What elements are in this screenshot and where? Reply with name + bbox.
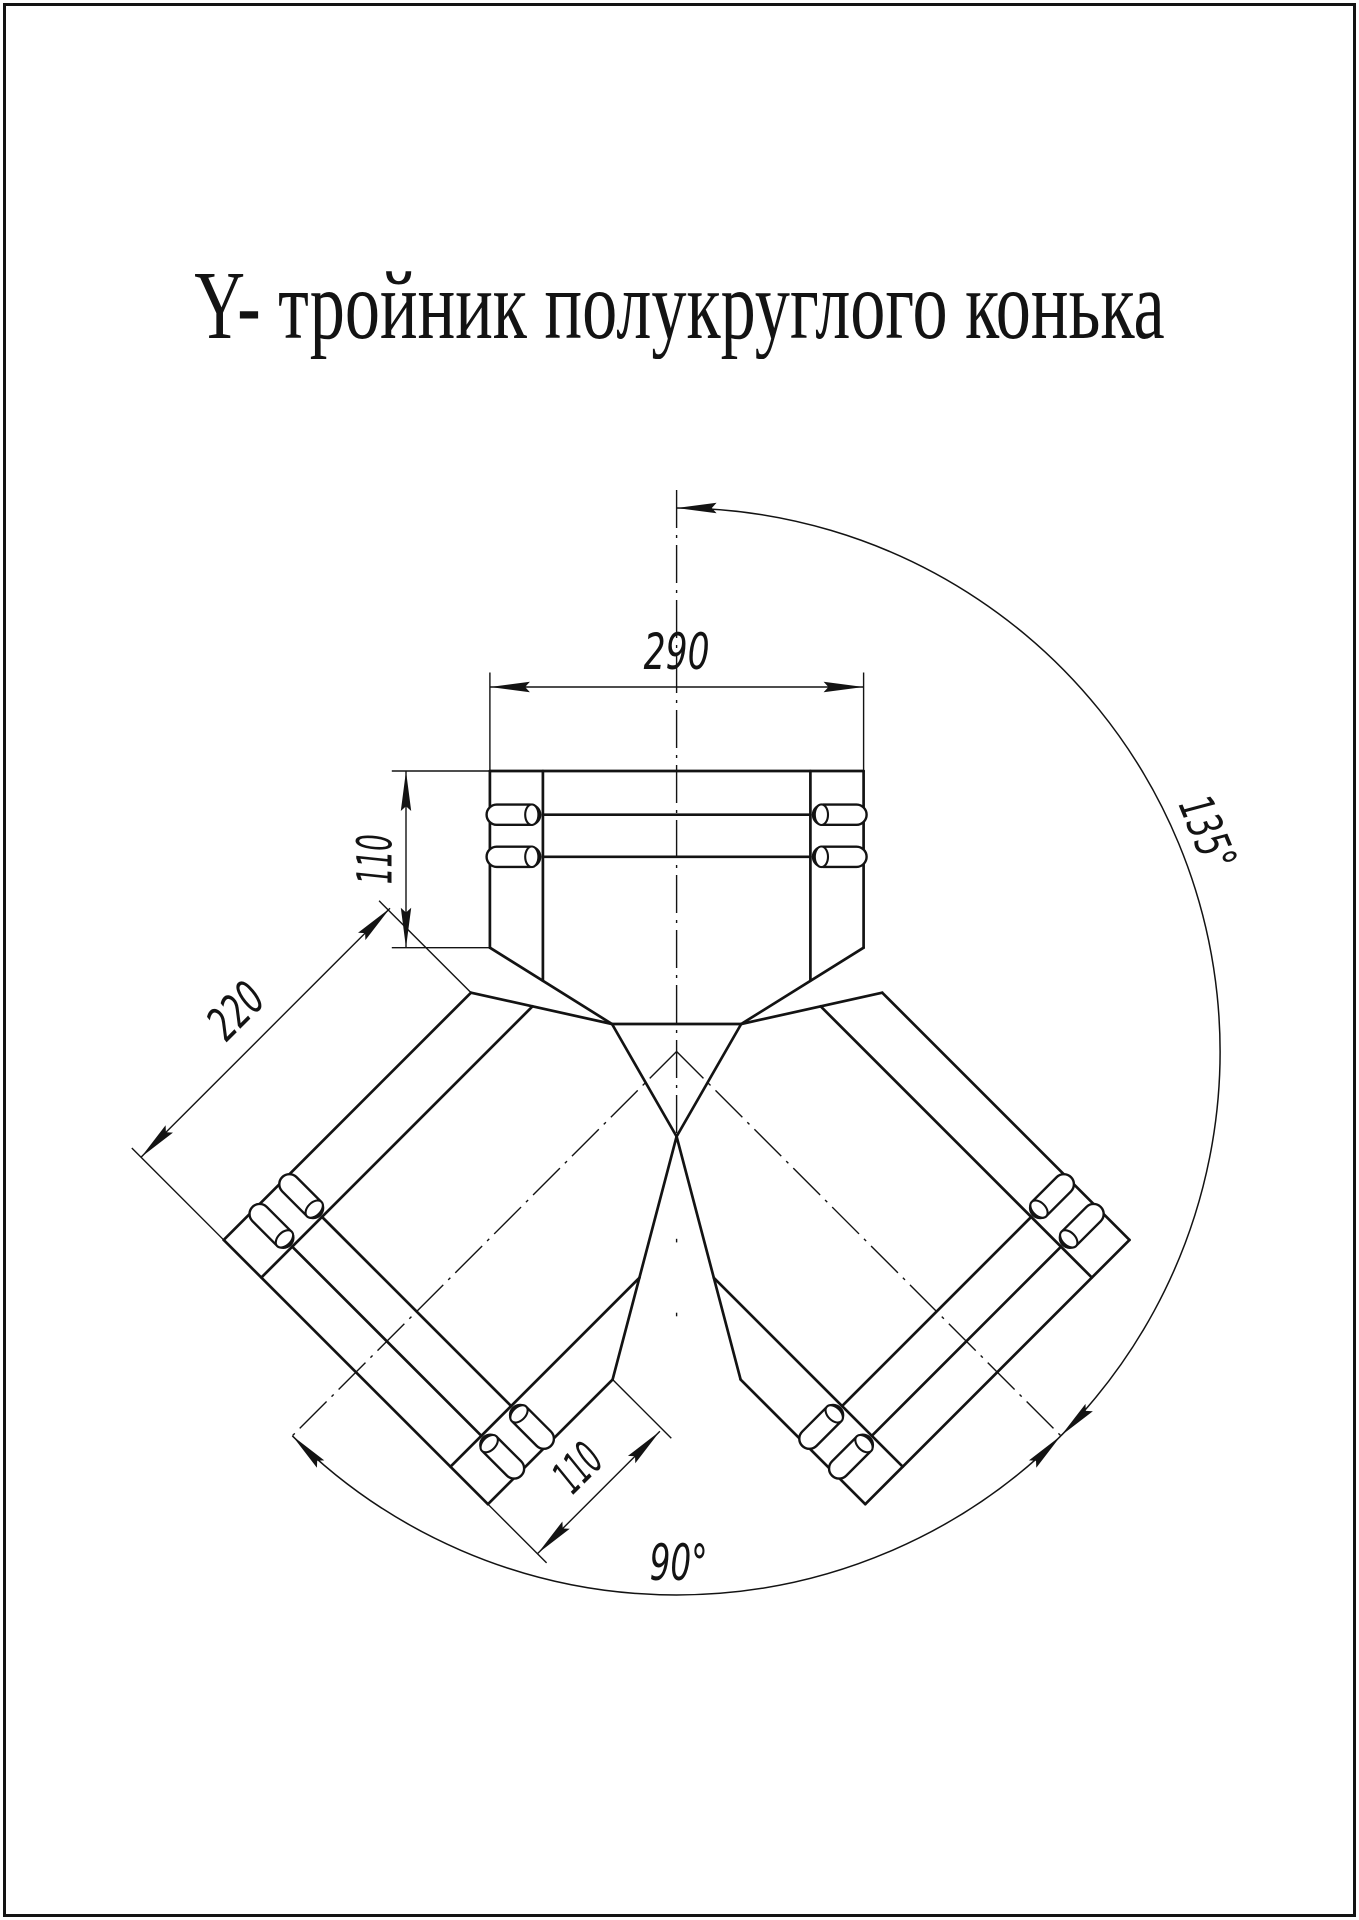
dimension-text-top_width: 290 bbox=[644, 623, 710, 681]
outline-edge bbox=[488, 946, 614, 1026]
dimension-arrow bbox=[537, 1521, 570, 1554]
outline-edge bbox=[638, 1135, 678, 1280]
outline-edge bbox=[469, 991, 614, 1026]
dimension-arrow bbox=[1060, 1403, 1093, 1436]
rib-bead-opening bbox=[813, 803, 830, 827]
dimension-line bbox=[612, 1379, 672, 1439]
rib-bead-opening bbox=[813, 845, 830, 869]
centerline bbox=[676, 1051, 1065, 1440]
dimension-text-top_side: 110 bbox=[347, 834, 403, 884]
outline-edge bbox=[739, 991, 884, 1026]
dimension-text-angle_right: 135° bbox=[1167, 788, 1247, 879]
dimension-arrow bbox=[823, 681, 864, 693]
rib-bead-opening bbox=[304, 1199, 324, 1219]
outline-edge bbox=[880, 991, 1131, 1242]
outline-edge bbox=[320, 1215, 513, 1408]
dimension-arrow bbox=[1028, 1435, 1061, 1468]
outline-edge bbox=[610, 1022, 678, 1138]
dimension-line bbox=[487, 1503, 548, 1564]
rib-bead bbox=[811, 845, 868, 869]
arc-135 bbox=[676, 507, 1221, 1437]
rib-bead-opening bbox=[479, 1433, 499, 1454]
rib-bead bbox=[485, 803, 542, 827]
rib-bead bbox=[811, 803, 868, 827]
rib-beads bbox=[248, 803, 1105, 1480]
outline-edge bbox=[675, 1135, 716, 1280]
dimension-arrow bbox=[627, 1431, 660, 1464]
dimension-arrow bbox=[358, 908, 390, 941]
dimension-arrow bbox=[141, 1125, 173, 1158]
outline-edge bbox=[290, 1245, 483, 1438]
outline-edge bbox=[870, 1245, 1063, 1438]
outline-edge bbox=[863, 1238, 1131, 1506]
rib-bead-opening bbox=[854, 1433, 874, 1454]
outline-edge bbox=[712, 1276, 742, 1381]
outline-edge bbox=[675, 1022, 743, 1138]
outline-edge bbox=[222, 1238, 490, 1506]
rib-bead bbox=[485, 845, 542, 869]
rib-bead-opening bbox=[1059, 1229, 1079, 1249]
rib-bead-opening bbox=[524, 845, 540, 869]
dimension-arrow bbox=[676, 502, 717, 514]
dimension-arrow bbox=[400, 907, 412, 948]
outline-edge bbox=[739, 946, 865, 1026]
outline-edge bbox=[222, 991, 473, 1242]
arc-90 bbox=[291, 1435, 1062, 1596]
dimension-line bbox=[131, 1147, 225, 1241]
dimension-arrow bbox=[489, 681, 530, 693]
dimension-arrow bbox=[400, 771, 412, 811]
rib-bead bbox=[278, 1172, 325, 1220]
rib-bead-opening bbox=[274, 1229, 295, 1249]
rib-bead bbox=[1058, 1202, 1105, 1249]
rib-bead bbox=[827, 1433, 875, 1480]
rib-bead bbox=[248, 1202, 295, 1249]
rib-bead-opening bbox=[509, 1404, 529, 1424]
centerlines bbox=[288, 490, 1065, 1440]
rib-bead bbox=[508, 1403, 556, 1451]
dimension-text-angle_bottom: 90° bbox=[650, 1534, 708, 1592]
page-border bbox=[3, 3, 1356, 1917]
centerline bbox=[288, 1051, 678, 1440]
rib-bead-opening bbox=[524, 803, 540, 827]
dimension-arrow bbox=[292, 1435, 325, 1468]
drawing-title: Y- тройник полукруглого конька bbox=[194, 252, 1165, 359]
dimension-text-branch_side: 220 bbox=[196, 971, 275, 1050]
dimension-line bbox=[140, 907, 391, 1158]
rib-bead bbox=[798, 1403, 845, 1451]
rib-bead-opening bbox=[1029, 1199, 1049, 1219]
rib-bead bbox=[479, 1433, 526, 1480]
outline-edge bbox=[819, 1004, 1094, 1279]
outline-edge bbox=[840, 1215, 1033, 1408]
outline-edge bbox=[259, 1004, 534, 1279]
rib-bead-opening bbox=[824, 1404, 844, 1424]
rib-bead-body bbox=[1058, 1202, 1105, 1249]
dimension-line bbox=[378, 900, 472, 994]
rib-bead bbox=[1028, 1172, 1076, 1220]
outline-edge bbox=[611, 1276, 641, 1381]
part-outline bbox=[222, 769, 1131, 1506]
